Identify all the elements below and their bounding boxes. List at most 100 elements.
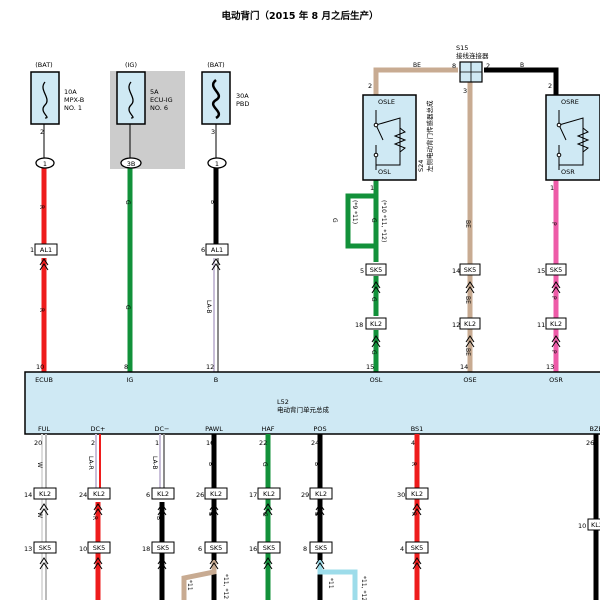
svg-text:2: 2 (91, 439, 95, 447)
sensor-right: OSRE OSR 1 (545, 94, 600, 192)
svg-text:SK5: SK5 (550, 266, 563, 274)
wire-be-top (373, 67, 458, 95)
svg-text:14: 14 (24, 491, 32, 499)
svg-text:29: 29 (301, 491, 309, 499)
bottom-wires (41, 434, 599, 600)
svg-text:P: P (550, 350, 557, 354)
connector-kl2-osl: 18 KL2 (355, 317, 387, 348)
svg-text:BZE: BZE (589, 425, 600, 433)
wire-labels: R R G G B LA-B G G G BE BE BE P P P BE B… (38, 62, 557, 356)
svg-text:11: 11 (537, 321, 545, 329)
svg-text:S15: S15 (456, 44, 468, 52)
fuse-2-name: ECU-IG (150, 96, 173, 104)
svg-text:LA-B: LA-B (151, 456, 158, 470)
svg-text:1: 1 (155, 439, 159, 447)
svg-text:KL2: KL2 (157, 490, 169, 498)
svg-text:24: 24 (311, 439, 319, 447)
svg-text:左侧电动背门传感器总成: 左侧电动背门传感器总成 (425, 100, 434, 172)
s15-connector: S15 接线连接器 8 2 3 2 2 (368, 44, 552, 95)
svg-text:POS: POS (313, 425, 326, 433)
svg-text:1: 1 (30, 246, 34, 254)
fuse-2-source: (IG) (125, 61, 137, 69)
svg-text:1: 1 (550, 184, 554, 192)
svg-text:13: 13 (546, 363, 554, 371)
svg-text:2: 2 (368, 82, 372, 90)
svg-text:4: 4 (400, 545, 404, 553)
svg-text:SK5: SK5 (93, 544, 106, 552)
svg-text:B: B (313, 462, 320, 466)
svg-text:SK5: SK5 (370, 266, 383, 274)
svg-text:ECUB: ECUB (35, 376, 53, 384)
bottom-pin-numbers: 20 2 1 16 22 24 4 26 (34, 439, 594, 447)
fuse-2-rating: 5A (150, 88, 159, 96)
svg-text:G: G (370, 350, 377, 355)
svg-text:KL2: KL2 (591, 521, 600, 529)
svg-text:AL1: AL1 (40, 246, 52, 254)
svg-text:KL2: KL2 (411, 490, 423, 498)
fuse-3-source: (BAT) (207, 61, 224, 69)
svg-text:P: P (550, 296, 557, 300)
svg-text:SK5: SK5 (210, 544, 223, 552)
connector-sk5-b7: 4 SK5 (400, 541, 429, 570)
fuse-2-num: NO. 6 (150, 104, 168, 112)
svg-text:OSE: OSE (463, 376, 476, 384)
svg-text:SK5: SK5 (464, 266, 477, 274)
svg-text:13: 13 (24, 545, 32, 553)
svg-text:KL2: KL2 (315, 490, 327, 498)
svg-text:4: 4 (411, 439, 415, 447)
svg-text:*11: *11 (327, 578, 334, 589)
svg-text:16: 16 (206, 439, 214, 447)
svg-text:8: 8 (303, 545, 307, 553)
svg-text:15: 15 (366, 363, 374, 371)
svg-text:S24: S24 (417, 160, 425, 172)
branch-label-b: (*10 *11, *12) (380, 200, 387, 242)
connector-kl2-osr: 11 KL2 (537, 317, 567, 348)
svg-text:SK5: SK5 (39, 544, 52, 552)
svg-text:24: 24 (79, 491, 87, 499)
connector-sk5-b1: 13 SK5 (24, 541, 57, 570)
svg-text:1: 1 (43, 160, 47, 168)
svg-text:18: 18 (355, 321, 363, 329)
svg-text:10: 10 (578, 522, 586, 530)
svg-text:2: 2 (486, 62, 490, 70)
fuse-1-pin: 2 (40, 128, 44, 136)
svg-text:BE: BE (464, 220, 471, 228)
svg-text:3B: 3B (127, 160, 136, 168)
fuse-3-name: PBD (236, 100, 249, 108)
svg-text:6: 6 (146, 491, 150, 499)
branch-label-a: (*9 *11) (351, 200, 358, 224)
wire-b-top (484, 67, 559, 95)
svg-text:PAWL: PAWL (205, 425, 223, 433)
fuse-3-pin: 3 (211, 128, 215, 136)
svg-text:SK5: SK5 (157, 544, 170, 552)
junction-3: 1 (207, 157, 227, 169)
svg-text:OSLE: OSLE (378, 98, 395, 106)
connector-sk5-osl: 5 SK5 (360, 263, 387, 294)
connector-al1-right: 6 AL1 (201, 243, 229, 271)
svg-text:DC−: DC− (155, 425, 170, 433)
svg-text:DC+: DC+ (91, 425, 106, 433)
svg-text:BE: BE (464, 296, 471, 304)
svg-text:SK5: SK5 (411, 544, 424, 552)
svg-text:KL2: KL2 (39, 490, 51, 498)
diagram-title: 电动背门（2015 年 8 月之后生产） (221, 11, 379, 22)
svg-text:接线连接器: 接线连接器 (456, 51, 489, 60)
ecu-top-pins: ECUB IG B OSL OSE OSR (35, 376, 563, 384)
svg-text:KL2: KL2 (370, 320, 382, 328)
svg-text:3: 3 (463, 87, 467, 95)
svg-text:R: R (38, 308, 45, 312)
bottom-wire-labels: W W LA-R R LA-B B B B G G B B R R *11, *… (36, 456, 417, 600)
svg-text:W: W (36, 512, 43, 518)
fuse-1 (30, 71, 60, 158)
svg-text:12: 12 (206, 363, 214, 371)
svg-text:KL2: KL2 (550, 320, 562, 328)
svg-text:P: P (550, 222, 557, 226)
fuse-1-num: NO. 1 (64, 104, 82, 112)
